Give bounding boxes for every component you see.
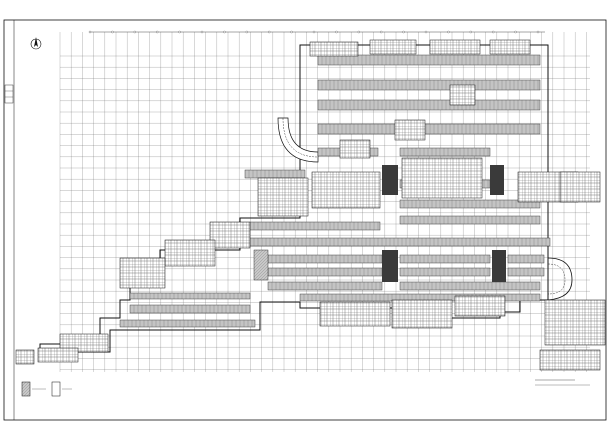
parking-bay-row <box>399 215 541 225</box>
building-footprint <box>164 239 216 267</box>
parking-bay-row <box>244 169 306 179</box>
ramp-blocks <box>253 165 506 282</box>
building-footprint <box>429 39 481 55</box>
building-footprint <box>59 333 109 353</box>
ramp-block <box>382 165 398 195</box>
building-footprint <box>369 39 417 55</box>
ramp-block <box>382 250 398 282</box>
legend <box>21 381 72 397</box>
building-footprint <box>454 295 506 317</box>
ramp-block <box>490 165 504 195</box>
curved-ramp-upper <box>277 117 319 163</box>
parking-bay-row <box>267 267 383 277</box>
parking-bay-row <box>399 254 491 264</box>
parking-bay-row <box>119 319 256 328</box>
top-dimension-ticks <box>88 30 545 34</box>
building-footprint <box>15 349 35 365</box>
parking-bay-row <box>399 267 491 277</box>
building-footprint <box>319 301 391 327</box>
ramp-block <box>492 250 506 282</box>
parking-bay-row <box>399 147 491 157</box>
parking-bay-row <box>317 99 541 111</box>
north-arrow-icon <box>30 37 42 50</box>
legend-swatch-plain-icon <box>51 381 61 397</box>
sheet-border <box>3 19 607 421</box>
parking-bay-row <box>507 254 545 264</box>
building-footprint <box>449 84 476 106</box>
building-footprint <box>339 139 371 159</box>
parking-bay-row <box>507 267 545 277</box>
building-footprint <box>489 39 531 55</box>
parking-bay-row <box>317 79 541 91</box>
building-footprint <box>544 299 606 346</box>
parking-bay-row <box>249 237 551 247</box>
building-footprint <box>539 349 601 371</box>
ramp-block <box>253 249 269 281</box>
building-footprint <box>37 347 79 363</box>
parking-bay-row <box>399 199 541 209</box>
title-block <box>4 84 14 104</box>
curved-ramp-right <box>547 257 573 301</box>
building-footprint <box>209 221 251 249</box>
building-footprint <box>559 171 601 203</box>
parking-bay-row <box>267 281 383 291</box>
building-footprint <box>401 157 483 199</box>
building-footprint <box>311 171 381 209</box>
building-footprint <box>309 41 359 57</box>
parking-bay-row <box>317 54 541 66</box>
parking-bay-row <box>399 281 541 291</box>
building-footprint <box>394 119 426 141</box>
building-footprint <box>119 257 166 289</box>
parking-bay-row <box>267 254 383 264</box>
building-footprint <box>391 299 453 329</box>
parking-bay-row <box>249 221 381 231</box>
legend-swatch-hatched-icon <box>21 381 31 397</box>
drawing-notes <box>535 379 590 386</box>
residential-building-footprints <box>15 39 606 371</box>
building-footprint <box>257 177 309 217</box>
parking-bay-row <box>317 123 541 135</box>
